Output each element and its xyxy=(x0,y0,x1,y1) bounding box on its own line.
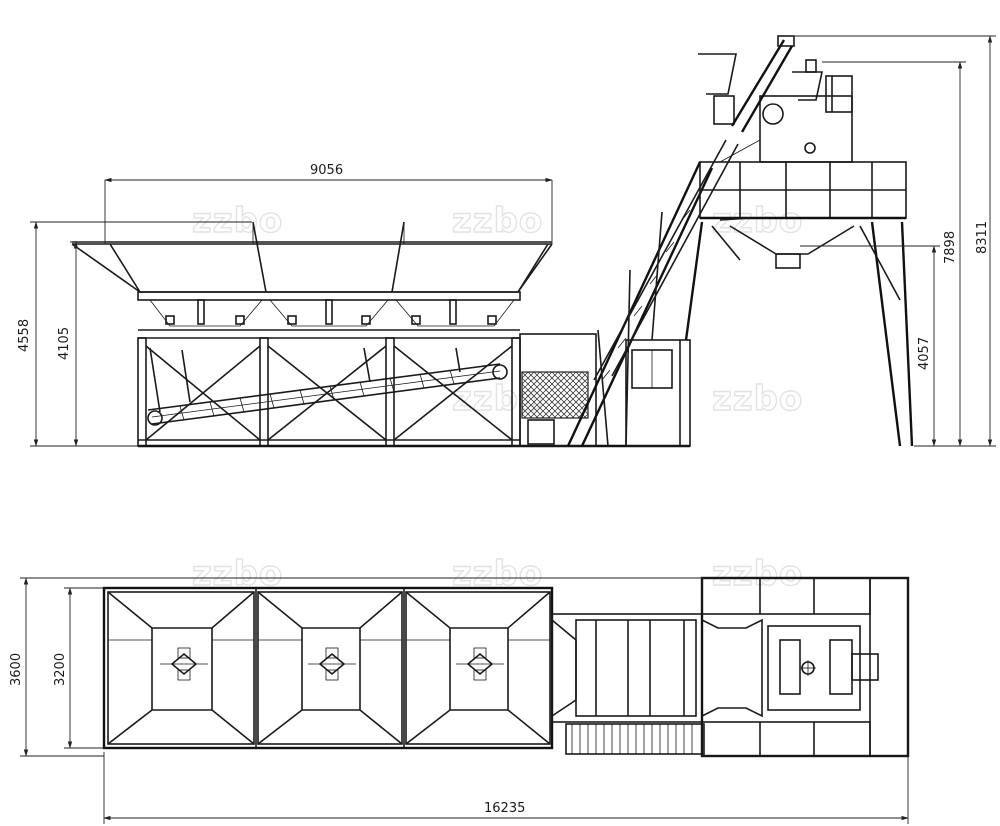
dim-platform-height: 7898 xyxy=(943,231,958,264)
dim-total-width: 3600 xyxy=(9,653,24,686)
plan-mixer-platform xyxy=(700,576,910,758)
plan-dimensions: 3600 3200 16235 xyxy=(9,577,909,824)
dim-bin-height-total: 4558 xyxy=(17,319,32,352)
side-view: 9056 4558 4105 8311 7898 4057 xyxy=(17,35,996,448)
dim-bin-height: 4105 xyxy=(57,327,72,360)
watermarks: zzbo zzbo zzbo zzbo zzbo zzbo zzbo zzbo xyxy=(191,200,803,594)
plan-bins xyxy=(102,586,554,750)
aggregate-bins xyxy=(71,221,553,339)
dim-bin-length: 9056 xyxy=(310,163,343,178)
watermark-text: zzbo xyxy=(712,201,803,241)
belt-conveyor xyxy=(147,347,508,426)
dim-bin-width: 3200 xyxy=(53,653,68,686)
watermark-text: zzbo xyxy=(712,379,803,419)
inclined-stair xyxy=(566,139,739,447)
control-room xyxy=(625,339,691,447)
watermark-text: zzbo xyxy=(712,554,803,594)
twin-shaft-mixer xyxy=(698,35,853,163)
plan-conveyor xyxy=(551,613,705,755)
side-dimensions: 9056 4558 4105 8311 7898 4057 xyxy=(17,35,996,447)
watermark-text: zzbo xyxy=(192,201,283,241)
dim-discharge-height: 4057 xyxy=(917,337,932,370)
mixer-platform xyxy=(684,161,914,447)
dim-total-height: 8311 xyxy=(975,221,990,254)
watermark-text: zzbo xyxy=(452,201,543,241)
dim-total-length: 16235 xyxy=(484,801,525,816)
transfer-hopper xyxy=(519,333,597,447)
plan-view: 3600 3200 16235 xyxy=(9,576,910,824)
